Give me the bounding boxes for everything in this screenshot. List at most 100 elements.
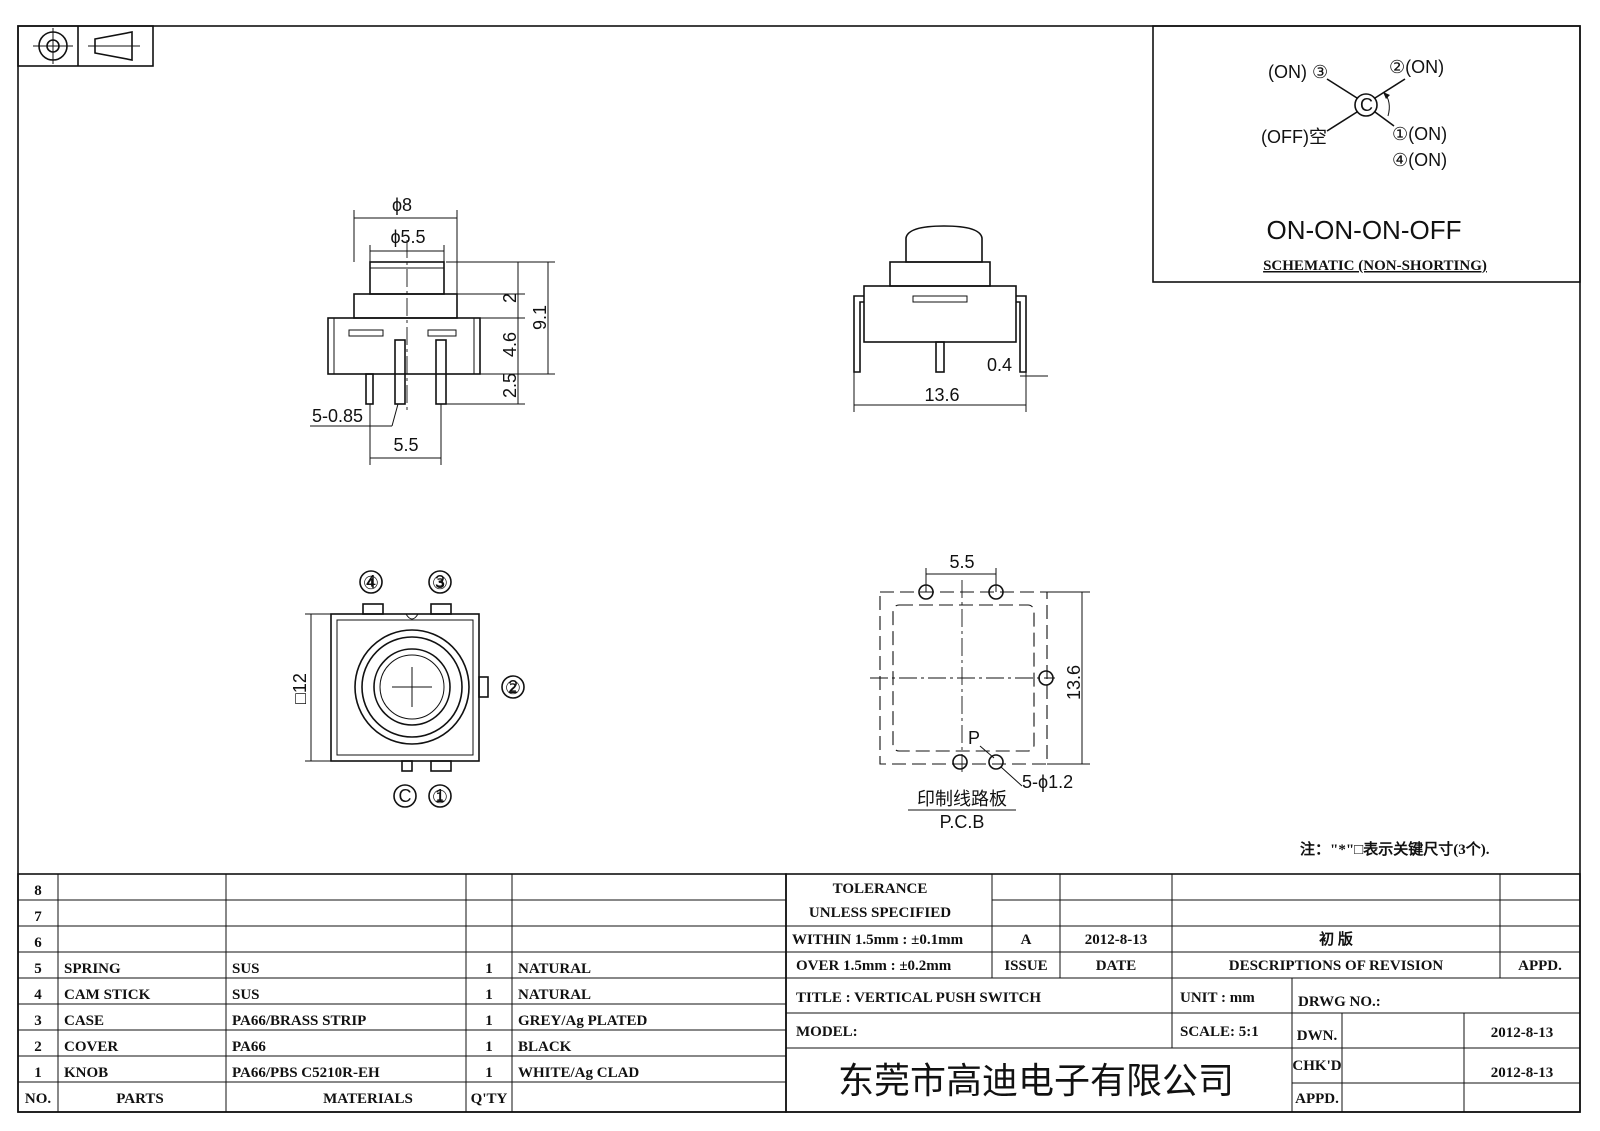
dim-pcb-size: 13.6 xyxy=(1064,665,1084,700)
side-view: 13.6 0.4 xyxy=(853,225,1048,412)
bom-table xyxy=(17,873,787,1113)
bom-cell-finish: WHITE/Ag CLAD xyxy=(518,1065,639,1081)
pcb-label-en: P.C.B xyxy=(940,812,985,832)
top-pin-4-label: ④ xyxy=(363,573,379,593)
bom-cell-finish: GREY/Ag PLATED xyxy=(518,1013,647,1029)
company-name: 东莞市高迪电子有限公司 xyxy=(838,1061,1234,1102)
top-pin-2-label: ② xyxy=(505,678,521,698)
title-block xyxy=(785,873,1581,1113)
dim-pin-height: 2.5 xyxy=(500,373,520,398)
dim-lead-thickness: 0.4 xyxy=(987,355,1012,375)
unless-specified-label: UNLESS SPECIFIED xyxy=(809,905,951,921)
bom-cell-part: COVER xyxy=(64,1039,118,1055)
bom-cell-qty: 1 xyxy=(485,987,493,1003)
schematic-caption: SCHEMATIC (NON-SHORTING) xyxy=(1263,258,1487,274)
bom-cell-qty: 1 xyxy=(485,961,493,977)
bom-cell-part: KNOB xyxy=(64,1065,108,1081)
issue-date-value: 2012-8-13 xyxy=(1085,932,1148,948)
pcb-hole-spec: 5-ϕ1.2 xyxy=(1022,772,1073,792)
top-view: ④ 4 ③ 3 ② 2 C ① 1 □12 xyxy=(290,570,525,808)
schematic-terminal-4: ④(ON) xyxy=(1392,150,1447,170)
bom-cell-finish: NATURAL xyxy=(518,961,591,977)
bom-header-parts: PARTS xyxy=(116,1091,164,1107)
bom-header-no: NO. xyxy=(25,1091,52,1107)
issue-value: A xyxy=(1021,932,1032,948)
dim-pin-pitch: 5.5 xyxy=(393,435,418,455)
descriptions-header: DESCRIPTIONS OF REVISION xyxy=(1229,958,1444,974)
top-pin-3-label: ③ xyxy=(432,573,448,593)
schematic-terminal-3: (ON) ③ xyxy=(1268,62,1328,82)
bom-cell-finish: NATURAL xyxy=(518,987,591,1003)
bom-cell-no: 4 xyxy=(34,987,42,1003)
scale-label: SCALE: 5:1 xyxy=(1180,1024,1259,1040)
bom-cell-no: 8 xyxy=(34,883,42,899)
dim-inner-diameter: ϕ5.5 xyxy=(390,227,425,247)
dim-side-width: 13.6 xyxy=(924,385,959,405)
schematic-terminal-off: (OFF)空 xyxy=(1261,127,1327,147)
bom-cell-no: 7 xyxy=(34,909,42,925)
bom-header-qty: Q'TY xyxy=(471,1091,508,1107)
schematic-common: C xyxy=(1360,95,1373,115)
approved-label: APPD. xyxy=(1295,1091,1339,1107)
tolerance-over: OVER 1.5mm : ±0.2mm xyxy=(796,958,952,974)
svg-text:1: 1 xyxy=(435,786,445,806)
top-pin-c-label: C xyxy=(399,786,412,806)
svg-text:4: 4 xyxy=(366,572,376,592)
svg-text:3: 3 xyxy=(435,572,445,592)
bom-cell-qty: 1 xyxy=(485,1039,493,1055)
drawn-label: DWN. xyxy=(1297,1028,1338,1044)
bom-cell-material: PA66/BRASS STRIP xyxy=(232,1013,366,1029)
front-view: ϕ8 ϕ5.5 2 9.1 4.6 2.5 5-0.85 5.5 xyxy=(310,195,555,465)
checked-date: 2012-8-13 xyxy=(1491,1065,1554,1081)
dim-body-height: 4.6 xyxy=(500,332,520,357)
bom-cell-qty: 1 xyxy=(485,1065,493,1081)
dim-pcb-pitch: 5.5 xyxy=(949,552,974,572)
bom-cell-no: 5 xyxy=(34,961,42,977)
bom-cell-finish: BLACK xyxy=(518,1039,572,1055)
tolerance-within: WITHIN 1.5mm : ±0.1mm xyxy=(792,932,964,948)
revision-description-value: 初 版 xyxy=(1319,930,1353,948)
dim-outer-diameter: ϕ8 xyxy=(392,195,412,215)
pcb-view: 5.5 13.6 P 5-ϕ1.2 印制线路板 P.C.B xyxy=(870,552,1090,832)
checked-label: CHK'D xyxy=(1292,1058,1341,1074)
switch-mode: ON-ON-ON-OFF xyxy=(1267,215,1462,245)
bom-cell-no: 3 xyxy=(34,1013,42,1029)
pcb-p-label: P xyxy=(968,728,980,748)
schematic-terminal-2: ②(ON) xyxy=(1389,57,1444,77)
pcb-label-cn: 印制线路板 xyxy=(917,789,1007,809)
unit-label: UNIT : mm xyxy=(1180,990,1255,1006)
date-header: DATE xyxy=(1096,958,1137,974)
schematic-panel: (ON) ③ ②(ON) C (OFF)空 ①(ON) ④(ON) ON-ON-… xyxy=(1152,25,1581,283)
sheet-border xyxy=(17,25,1581,1113)
dim-body-size: □12 xyxy=(290,673,310,704)
appd-header: APPD. xyxy=(1518,958,1562,974)
schematic-terminal-1: ①(ON) xyxy=(1392,124,1447,144)
bom-cell-part: CASE xyxy=(64,1013,104,1029)
drawing-title: TITLE : VERTICAL PUSH SWITCH xyxy=(796,990,1041,1006)
bom-cell-qty: 1 xyxy=(485,1013,493,1029)
bom-header-materials: MATERIALS xyxy=(323,1091,413,1107)
issue-header: ISSUE xyxy=(1004,958,1047,974)
model-label: MODEL: xyxy=(796,1024,858,1040)
bom-cell-material: PA66 xyxy=(232,1039,266,1055)
bom-cell-material: PA66/PBS C5210R-EH xyxy=(232,1065,380,1081)
tolerance-label: TOLERANCE xyxy=(833,881,928,897)
bom-cell-part: CAM STICK xyxy=(64,987,151,1003)
drawn-date: 2012-8-13 xyxy=(1491,1025,1554,1041)
dim-top-height: 2 xyxy=(500,293,520,303)
bom-cell-material: SUS xyxy=(232,987,260,1003)
top-pin-1-label: ① xyxy=(432,787,448,807)
bom-cell-material: SUS xyxy=(232,961,260,977)
bom-cell-no: 2 xyxy=(34,1039,42,1055)
dim-total-height: 9.1 xyxy=(530,305,550,330)
dim-pin-size: 5-0.85 xyxy=(312,406,363,426)
key-dimension-note: 注："*"□表示关键尺寸(3个). xyxy=(1300,840,1490,858)
projection-symbol-icon xyxy=(17,25,154,67)
svg-text:2: 2 xyxy=(508,677,518,697)
bom-cell-no: 6 xyxy=(34,935,42,951)
bom-cell-no: 1 xyxy=(34,1065,42,1081)
drawing-number-label: DRWG NO.: xyxy=(1298,994,1381,1010)
bom-cell-part: SPRING xyxy=(64,961,121,977)
